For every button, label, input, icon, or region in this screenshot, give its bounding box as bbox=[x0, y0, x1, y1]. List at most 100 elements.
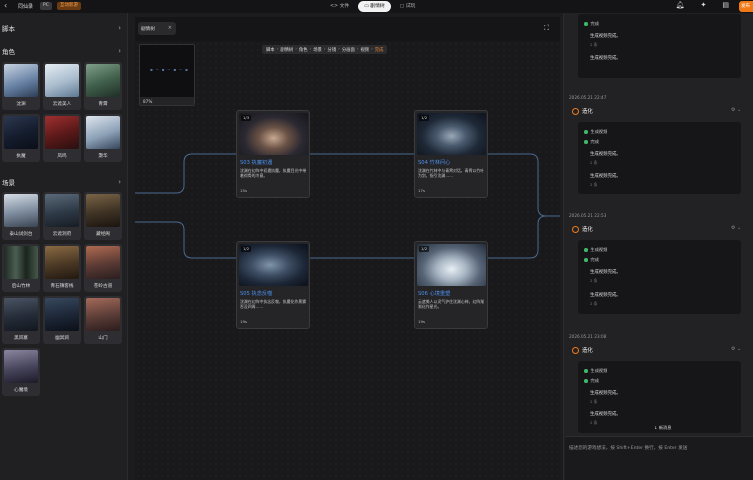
zoom-level: 87% bbox=[143, 99, 153, 104]
story-tree-canvas[interactable] bbox=[135, 41, 560, 480]
tab-playtest[interactable]: ▢ 试玩 bbox=[399, 4, 416, 9]
top-bar: ‹ 同仙录 PC 互动影游 <> 文件 ▭ 剧情树 ▢ 试玩 🔔︎ ✦ ▤ 发布 bbox=[0, 0, 753, 13]
node-image-count: 1/2 bbox=[241, 246, 252, 252]
more-options-icon[interactable]: ⚙ ⌄ bbox=[731, 225, 742, 231]
character-section-header[interactable]: 角色 › bbox=[0, 44, 128, 58]
scene-card[interactable]: 后山竹林 bbox=[2, 244, 40, 292]
character-card[interactable]: 执魔 bbox=[2, 114, 40, 162]
scene-card[interactable]: 黑风寨 bbox=[2, 296, 40, 344]
success-dot-icon bbox=[584, 379, 588, 383]
script-section-title: 脚本 bbox=[2, 25, 15, 33]
scene-thumbnail bbox=[45, 298, 79, 331]
scene-card[interactable]: 心魔境 bbox=[2, 348, 40, 396]
scene-thumbnail bbox=[4, 246, 38, 279]
character-card[interactable]: 云遮美人 bbox=[43, 62, 81, 110]
node-title: S03 执魔初遇 bbox=[240, 160, 273, 166]
success-dot-icon bbox=[584, 140, 588, 144]
node-image-count: 1/2 bbox=[419, 246, 430, 252]
character-card[interactable]: 凤鸣 bbox=[43, 114, 81, 162]
node-duration: 19s bbox=[240, 319, 247, 324]
breadcrumb-step[interactable]: 视频 bbox=[360, 47, 370, 53]
scene-card[interactable]: 幽冥涧 bbox=[43, 296, 81, 344]
chevron-right-icon[interactable]: › bbox=[118, 24, 121, 32]
platform-badge: PC bbox=[40, 2, 52, 10]
node-description: 云遮美人以灵气护住沈渊心神，幻阵渐渐化作星光。 bbox=[418, 299, 485, 310]
breadcrumb-step[interactable]: 场景 bbox=[313, 47, 322, 53]
breadcrumb-step[interactable]: 分镜 bbox=[327, 47, 337, 53]
scene-thumbnail bbox=[45, 246, 79, 279]
success-dot-icon bbox=[584, 258, 588, 262]
more-options-icon[interactable]: ⚙ ⌄ bbox=[731, 346, 742, 352]
app-title: 同仙录 bbox=[18, 4, 34, 10]
story-node-s03[interactable]: 1/3 S03 执魔初遇 沈渊在幻阵中初遇执魔，执魔目光中带着彻骨的冷意。 15… bbox=[236, 110, 310, 198]
chat-input[interactable] bbox=[569, 443, 749, 453]
story-node-s06[interactable]: 1/2 S06 心境重塑 云遮美人以灵气护住沈渊心神，幻阵渐渐化作星光。 19s bbox=[414, 241, 488, 329]
code-icon: <> bbox=[330, 4, 339, 9]
node-description: 沈渊在幻阵中初遇执魔，执魔目光中带着彻骨的冷意。 bbox=[240, 168, 307, 179]
character-card[interactable]: 灏华 bbox=[84, 114, 122, 162]
scene-card[interactable]: 藏经阁 bbox=[84, 192, 122, 240]
character-thumbnail bbox=[45, 64, 79, 97]
mode-badge: 互动影游 bbox=[57, 2, 81, 10]
breadcrumb-step-current[interactable]: 完成 bbox=[374, 47, 384, 53]
scene-card[interactable]: 苍岭古道 bbox=[84, 244, 122, 292]
node-description: 沈渊在幻阵中执念反噬，执魔化作黑雾吞没四周…… bbox=[240, 299, 307, 310]
close-icon[interactable]: × bbox=[167, 25, 172, 31]
scene-section-title: 场景 bbox=[2, 179, 15, 187]
scene-card[interactable]: 青石镇客栈 bbox=[43, 244, 81, 292]
generation-title: 造化 bbox=[582, 227, 593, 233]
bell-icon[interactable]: 🔔︎ bbox=[675, 1, 685, 9]
fullscreen-icon[interactable]: ⛶ bbox=[544, 24, 549, 32]
new-message-button[interactable]: ↓ 新消息 bbox=[654, 425, 672, 430]
chevron-right-icon[interactable]: › bbox=[118, 47, 121, 55]
breadcrumb-step[interactable]: 剧情树 bbox=[280, 47, 294, 53]
back-arrow-icon[interactable]: ‹ bbox=[4, 1, 8, 10]
more-options-icon[interactable]: ⚙ ⌄ bbox=[731, 107, 742, 113]
character-thumbnail bbox=[86, 64, 120, 97]
character-thumbnail bbox=[4, 116, 38, 149]
generation-log-box: 完成 生成视频完成。 2 条 生成视频完成。 bbox=[578, 14, 741, 78]
scene-section-header[interactable]: 场景 › bbox=[0, 175, 128, 189]
script-section-header[interactable]: 脚本 › bbox=[0, 21, 128, 35]
story-node-s04[interactable]: 1/2 S04 竹林问心 沈渊在竹林中与青霄对话，青霄以竹叶为剑，指引沈渊…… … bbox=[414, 110, 488, 198]
minimap[interactable]: ▪ ─ ▪ ─ ▪ ─ ▪ 87% bbox=[139, 44, 195, 106]
character-thumbnail bbox=[4, 64, 38, 97]
character-thumbnail bbox=[45, 116, 79, 149]
scene-thumbnail bbox=[86, 298, 120, 331]
canvas-tab-label: 剧情树 bbox=[141, 27, 155, 32]
message-timestamp: 2026.05.21 22:53 bbox=[569, 213, 607, 218]
message-timestamp: 2026.05.21 23:08 bbox=[569, 334, 607, 339]
story-node-s05[interactable]: 1/2 S05 执念反噬 沈渊在幻阵中执念反噬，执魔化作黑雾吞没四周…… 19s bbox=[236, 241, 310, 329]
scene-thumbnail bbox=[86, 246, 120, 279]
scene-thumbnail bbox=[4, 298, 38, 331]
scene-card[interactable]: 泰山试剑台 bbox=[2, 192, 40, 240]
generation-header: 造化 bbox=[572, 225, 593, 233]
generation-log-box: 生成视频 完成 生成视频完成。 2 条 生成视频完成。 2 条 bbox=[578, 361, 741, 433]
breadcrumb-step[interactable]: 分画面 bbox=[341, 47, 355, 53]
top-icons: 🔔︎ ✦ ▤ bbox=[676, 1, 729, 9]
generation-title: 造化 bbox=[582, 348, 593, 354]
scene-card[interactable]: 山门 bbox=[84, 296, 122, 344]
character-card[interactable]: 沈渊 bbox=[2, 62, 40, 110]
character-section-title: 角色 bbox=[2, 48, 15, 56]
breadcrumb-step[interactable]: 角色 bbox=[298, 47, 308, 53]
scene-thumbnail bbox=[86, 194, 120, 227]
generation-title: 造化 bbox=[582, 109, 593, 115]
sparkle-icon[interactable]: ✦ bbox=[700, 1, 707, 9]
publish-button[interactable]: 发布 bbox=[739, 1, 753, 12]
node-description: 沈渊在竹林中与青霄对话，青霄以竹叶为剑，指引沈渊…… bbox=[418, 168, 485, 179]
character-card[interactable]: 青霄 bbox=[84, 62, 122, 110]
tab-story-tree[interactable]: ▭ 剧情树 bbox=[358, 1, 391, 12]
scene-thumbnail bbox=[45, 194, 79, 227]
chat-composer bbox=[565, 436, 753, 480]
scene-card[interactable]: 云遮洞府 bbox=[43, 192, 81, 240]
tab-story-tree-canvas[interactable]: 剧情树 × bbox=[138, 22, 176, 35]
character-grid: 沈渊 云遮美人 青霄 执魔 凤鸣 灏华 bbox=[2, 62, 122, 162]
chat-icon[interactable]: ▤ bbox=[722, 1, 729, 9]
node-title: S05 执念反噬 bbox=[240, 291, 273, 297]
node-image-count: 1/3 bbox=[241, 115, 252, 121]
breadcrumb-step[interactable]: 脚本 bbox=[266, 47, 275, 53]
chevron-right-icon[interactable]: › bbox=[118, 178, 121, 186]
tab-file[interactable]: <> 文件 bbox=[330, 4, 350, 9]
node-title: S04 竹林问心 bbox=[418, 160, 451, 166]
